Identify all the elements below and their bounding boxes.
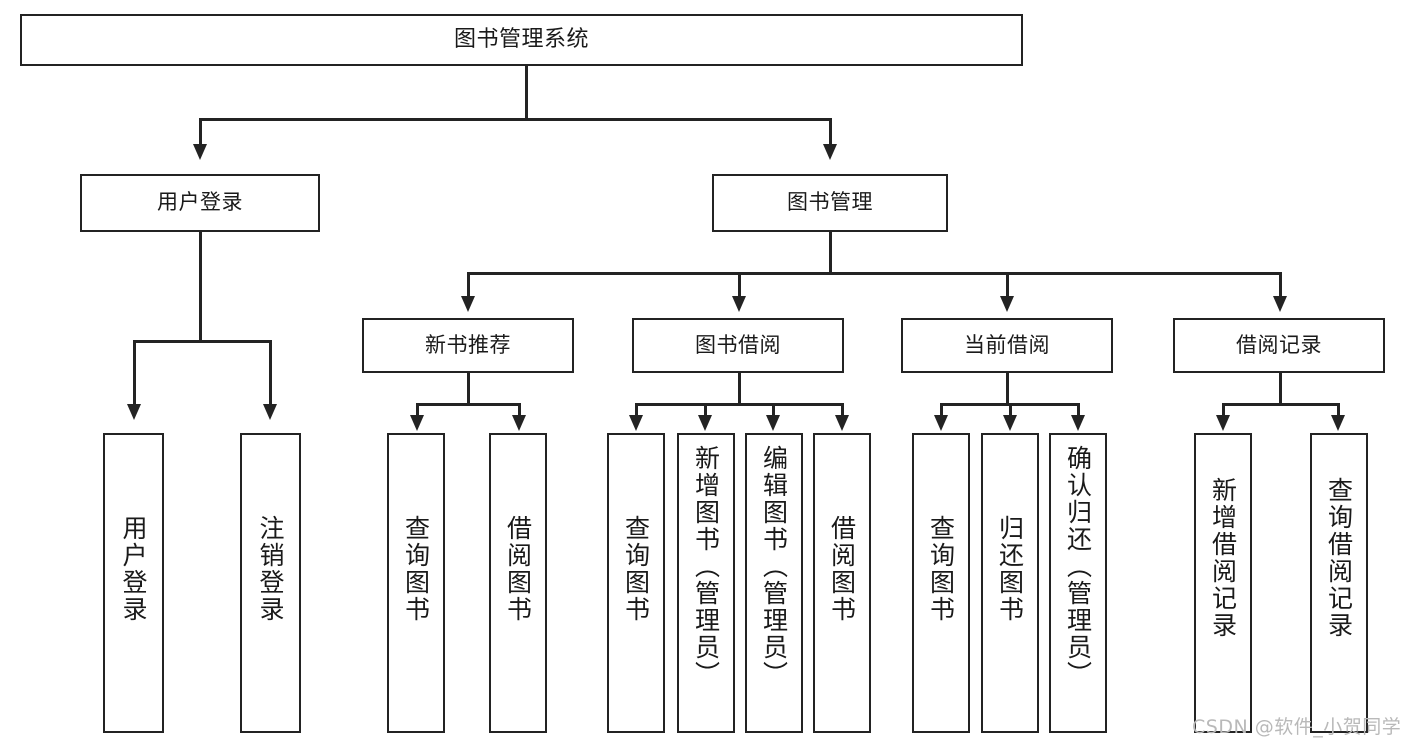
arrow-bm-to-current-borrow (1000, 296, 1014, 312)
watermark-csdn: CSDN @软件_小贺同学 (1192, 716, 1402, 738)
leaf-nbr-query-book[interactable]: 查询图书 (387, 433, 445, 733)
node-book-management[interactable]: 图书管理 (712, 174, 948, 232)
leaf-bb-borrow-book[interactable]: 借阅图书 (813, 433, 871, 733)
leaf-logout[interactable]: 注销登录 (240, 433, 301, 733)
connector-book-management-stem (829, 232, 832, 272)
arrow-user-login-to-logout (263, 404, 277, 420)
connector-cb-stem (1006, 373, 1009, 403)
node-user-login[interactable]: 用户登录 (80, 174, 320, 232)
connector-br-drop-2 (1337, 403, 1340, 419)
connector-br-bus (1222, 403, 1339, 406)
arrow-cb-to-query-book (934, 415, 948, 431)
connector-nbr-bus (416, 403, 520, 406)
connector-user-login-drop-2 (269, 340, 272, 408)
arrow-bb-to-query-book (629, 415, 643, 431)
arrow-br-to-add-record (1216, 415, 1230, 431)
connector-cb-drop-1 (940, 403, 943, 419)
connector-bm-drop-1 (467, 272, 470, 300)
node-book-borrow-label: 图书借阅 (695, 332, 781, 357)
leaf-user-login[interactable]: 用户登录 (103, 433, 164, 733)
arrow-root-to-user-login (193, 144, 207, 160)
arrow-bm-to-new-book-recommend (461, 296, 475, 312)
connector-bb-bus (635, 403, 843, 406)
connector-nbr-drop-2 (518, 403, 521, 419)
connector-user-login-bus (133, 340, 269, 343)
connector-book-management-bus (467, 272, 1279, 275)
arrow-bm-to-book-borrow (732, 296, 746, 312)
node-current-borrow-label: 当前借阅 (964, 332, 1050, 357)
connector-user-login-stem (199, 232, 202, 340)
leaf-cb-return-book[interactable]: 归还图书 (981, 433, 1039, 733)
arrow-bb-to-add-book (698, 415, 712, 431)
connector-bb-drop-1 (635, 403, 638, 419)
connector-user-login-drop-1 (133, 340, 136, 408)
node-root-label: 图书管理系统 (453, 27, 589, 53)
arrow-bb-to-edit-book (766, 415, 780, 431)
node-borrow-record[interactable]: 借阅记录 (1173, 318, 1385, 373)
arrow-user-login-to-login (127, 404, 141, 420)
leaf-bb-edit-book-label: 编辑图书（管理员） (759, 445, 789, 688)
node-new-book-recommend[interactable]: 新书推荐 (362, 318, 574, 373)
leaf-nbr-borrow-book[interactable]: 借阅图书 (489, 433, 547, 733)
connector-br-stem (1279, 373, 1282, 403)
arrow-nbr-to-query-book (410, 415, 424, 431)
node-book-borrow[interactable]: 图书借阅 (632, 318, 844, 373)
arrow-root-to-book-manage (823, 144, 837, 160)
connector-root-drop-left (199, 118, 202, 148)
connector-root-stem (525, 66, 528, 118)
connector-bb-drop-3 (772, 403, 775, 419)
connector-br-drop-1 (1222, 403, 1225, 419)
leaf-user-login-label: 用户登录 (119, 515, 148, 623)
leaf-logout-label: 注销登录 (256, 515, 285, 623)
leaf-bb-query-book[interactable]: 查询图书 (607, 433, 665, 733)
leaf-bb-add-book[interactable]: 新增图书（管理员） (677, 433, 735, 733)
node-user-login-label: 用户登录 (157, 190, 243, 215)
leaf-nbr-borrow-book-label: 借阅图书 (503, 515, 533, 623)
connector-cb-drop-2 (1009, 403, 1012, 419)
arrow-bb-to-borrow-book (835, 415, 849, 431)
leaf-br-add-record-label: 新增借阅记录 (1208, 477, 1238, 639)
leaf-cb-return-book-label: 归还图书 (995, 515, 1025, 623)
connector-bm-drop-4 (1279, 272, 1282, 300)
arrow-nbr-to-borrow-book (512, 415, 526, 431)
leaf-bb-borrow-book-label: 借阅图书 (827, 515, 857, 623)
connector-nbr-drop-1 (416, 403, 419, 419)
leaf-br-query-record-label: 查询借阅记录 (1324, 477, 1354, 639)
arrow-br-to-query-record (1331, 415, 1345, 431)
connector-root-bus (199, 118, 831, 121)
leaf-nbr-query-book-label: 查询图书 (401, 515, 431, 623)
leaf-bb-add-book-label: 新增图书（管理员） (691, 445, 721, 688)
node-new-book-recommend-label: 新书推荐 (425, 332, 511, 357)
node-book-management-label: 图书管理 (787, 190, 873, 215)
connector-nbr-stem (467, 373, 470, 403)
connector-bm-drop-3 (1006, 272, 1009, 300)
leaf-cb-confirm-return-label: 确认归还（管理员） (1063, 445, 1093, 688)
connector-bb-stem (738, 373, 741, 403)
node-borrow-record-label: 借阅记录 (1236, 332, 1322, 357)
node-root-library-system[interactable]: 图书管理系统 (20, 14, 1023, 66)
leaf-bb-query-book-label: 查询图书 (621, 515, 651, 623)
node-current-borrow[interactable]: 当前借阅 (901, 318, 1113, 373)
leaf-cb-confirm-return[interactable]: 确认归还（管理员） (1049, 433, 1107, 733)
leaf-cb-query-book-label: 查询图书 (926, 515, 956, 623)
arrow-cb-to-return-book (1003, 415, 1017, 431)
connector-bm-drop-2 (738, 272, 741, 300)
leaf-cb-query-book[interactable]: 查询图书 (912, 433, 970, 733)
connector-cb-drop-3 (1077, 403, 1080, 419)
arrow-cb-to-confirm-return (1071, 415, 1085, 431)
connector-bb-drop-4 (841, 403, 844, 419)
leaf-br-query-record[interactable]: 查询借阅记录 (1310, 433, 1368, 733)
arrow-bm-to-borrow-record (1273, 296, 1287, 312)
leaf-br-add-record[interactable]: 新增借阅记录 (1194, 433, 1252, 733)
connector-bb-drop-2 (704, 403, 707, 419)
connector-root-drop-right (829, 118, 832, 148)
leaf-bb-edit-book[interactable]: 编辑图书（管理员） (745, 433, 803, 733)
